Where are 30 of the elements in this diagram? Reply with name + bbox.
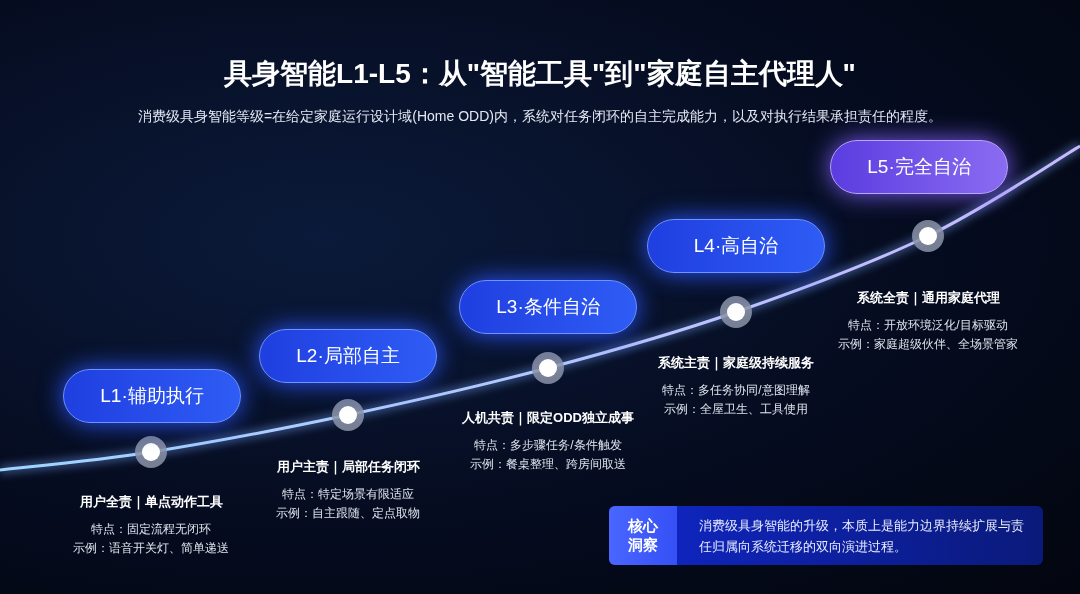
level-label: L2·局部自主 xyxy=(296,343,400,368)
level-pill xyxy=(647,219,825,273)
level-detail: 示例：全屋卫生、工具使用 xyxy=(664,400,808,418)
level-detail: 示例：语音开关灯、简单递送 xyxy=(73,539,229,557)
level-pill xyxy=(459,280,637,334)
level-detail: 特点：特定场景有限适应 xyxy=(282,485,414,503)
level-detail: 示例：餐桌整理、跨房间取送 xyxy=(470,455,626,473)
insight-heading: 核心洞察 xyxy=(627,516,659,555)
level-detail: 特点：固定流程无闭环 xyxy=(91,520,211,538)
level-detail: 特点：开放环境泛化/目标驱动 xyxy=(848,316,1008,334)
level-detail: 特点：多任务协同/意图理解 xyxy=(662,381,810,399)
subtitle: 消费级具身智能等级=在给定家庭运行设计域(Home ODD)内，系统对任务闭环的自主完成能力，以及对执行结果承担责任的程度。 xyxy=(137,107,943,126)
level-pill xyxy=(259,329,437,383)
level-heading: 用户主责｜局部任务闭环 xyxy=(276,458,420,477)
level-heading: 用户全责｜单点动作工具 xyxy=(79,493,223,512)
level-label: L3·条件自治 xyxy=(496,294,600,319)
level-heading: 系统全责｜通用家庭代理 xyxy=(856,289,1000,308)
level-pill xyxy=(830,140,1008,194)
level-detail: 示例：自主跟随、定点取物 xyxy=(276,504,420,522)
level-detail: 示例：家庭超级伙伴、全场景管家 xyxy=(838,335,1018,353)
title: 具身智能L1-L5：从"智能工具"到"家庭自主代理人" xyxy=(223,57,857,91)
level-heading: 人机共责｜限定ODD独立成事 xyxy=(462,409,634,428)
insight-text: 消费级具身智能的升级，本质上是能力边界持续扩展与责任归属向系统迁移的双向演进过程。 xyxy=(699,516,1025,556)
level-label: L4·高自治 xyxy=(693,233,779,258)
insight-card xyxy=(609,506,1043,565)
level-detail: 特点：多步骤任务/条件触发 xyxy=(474,436,622,454)
level-label: L5·完全自治 xyxy=(867,154,971,179)
level-label: L1·辅助执行 xyxy=(100,383,204,408)
level-heading: 系统主责｜家庭级持续服务 xyxy=(658,354,814,373)
level-pill xyxy=(63,369,241,423)
